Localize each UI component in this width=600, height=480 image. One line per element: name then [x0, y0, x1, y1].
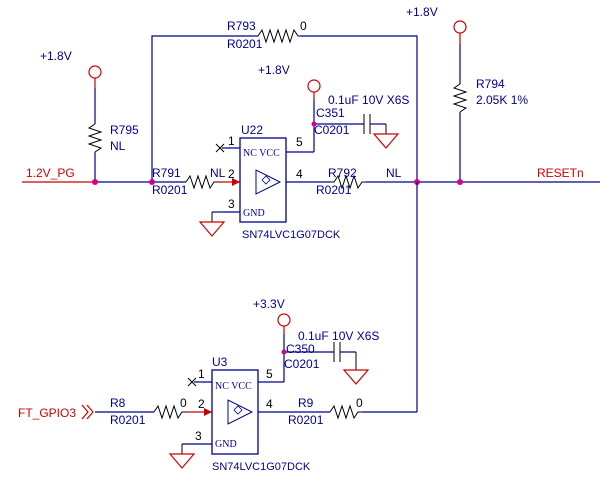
u22-pin5: 5 [296, 135, 303, 149]
r791-package: R0201 [152, 183, 188, 197]
c351-value: 0.1uF 10V X6S [328, 93, 409, 107]
r793-ref: R793 [227, 19, 256, 33]
u22-input-arrow [232, 178, 240, 186]
r8-package: R0201 [110, 413, 146, 427]
r795-branch [87, 65, 103, 182]
u3-pin2: 2 [198, 397, 205, 411]
junction-r791 [149, 179, 155, 185]
r793-resistor [257, 28, 300, 44]
r792-package: R0201 [316, 183, 352, 197]
r791-ref: R791 [152, 166, 181, 180]
r9-resistor [329, 404, 362, 420]
gpio-port-symbol [81, 404, 94, 420]
top-wire-loop [151, 35, 418, 182]
r8-value: 0 [180, 396, 187, 410]
u3-top-pins: NC VCC [215, 381, 252, 392]
r793-value: 0 [300, 19, 307, 33]
junction-c351 [311, 121, 317, 127]
r8-ref: R8 [110, 396, 126, 410]
c350-value: 0.1uF 10V X6S [298, 329, 379, 343]
u22-gnd-pin: GND [243, 208, 265, 219]
r791-value: NL [210, 166, 226, 180]
u22-pin3: 3 [228, 197, 235, 211]
r792-value: NL [386, 166, 402, 180]
u22-power-label: +1.8V [258, 63, 290, 77]
u3-part-number: SN74LVC1G07DCK [212, 461, 311, 473]
junction-r795 [92, 179, 98, 185]
r791-resistor [185, 174, 218, 190]
u3-ic [168, 369, 330, 469]
junction-c350 [281, 349, 287, 355]
u3-gnd-pin: GND [215, 439, 237, 450]
r792-ref: R792 [328, 166, 357, 180]
c351-ref: C351 [316, 106, 345, 120]
power-label-left: +1.8V [40, 49, 72, 63]
u3-power-label: +3.3V [253, 297, 285, 311]
r795-value: NL [110, 139, 126, 153]
r793-package: R0201 [227, 37, 263, 51]
u3-pin3: 3 [195, 429, 202, 443]
c351-package: C0201 [314, 123, 350, 137]
net-label-reset: RESETn [537, 166, 584, 180]
u22-pin1: 1 [228, 134, 235, 148]
net-label-gpio: FT_GPIO3 [18, 406, 76, 420]
u3-ref: U3 [212, 355, 228, 369]
junction-r794 [457, 179, 463, 185]
u3-pin1: 1 [198, 367, 205, 381]
r795-ref: R795 [110, 123, 139, 137]
u22-ic [198, 137, 330, 237]
r9-package: R0201 [288, 413, 324, 427]
r794-ref: R794 [476, 77, 505, 91]
u22-pin2: 2 [228, 167, 235, 181]
u3-power-and-c350 [277, 313, 370, 385]
r8-resistor [153, 404, 186, 420]
c350-package: C0201 [284, 357, 320, 371]
u22-top-pins: NC VCC [243, 148, 280, 159]
u22-part-number: SN74LVC1G07DCK [242, 229, 341, 241]
u3-input-arrow [204, 408, 212, 416]
r794-branch [452, 20, 468, 182]
net-label-pg: 1.2V_PG [26, 166, 75, 180]
r9-ref: R9 [298, 396, 314, 410]
r9-value: 0 [356, 396, 363, 410]
power-label-top-right: +1.8V [406, 5, 438, 19]
r792-resistor [330, 174, 366, 190]
c350-ref: C350 [286, 342, 315, 356]
u22-pin4: 4 [296, 167, 303, 181]
u22-ref: U22 [241, 123, 263, 137]
u3-pin4: 4 [266, 397, 273, 411]
u3-pin5: 5 [266, 367, 273, 381]
r794-value: 2.05K 1% [476, 93, 528, 107]
